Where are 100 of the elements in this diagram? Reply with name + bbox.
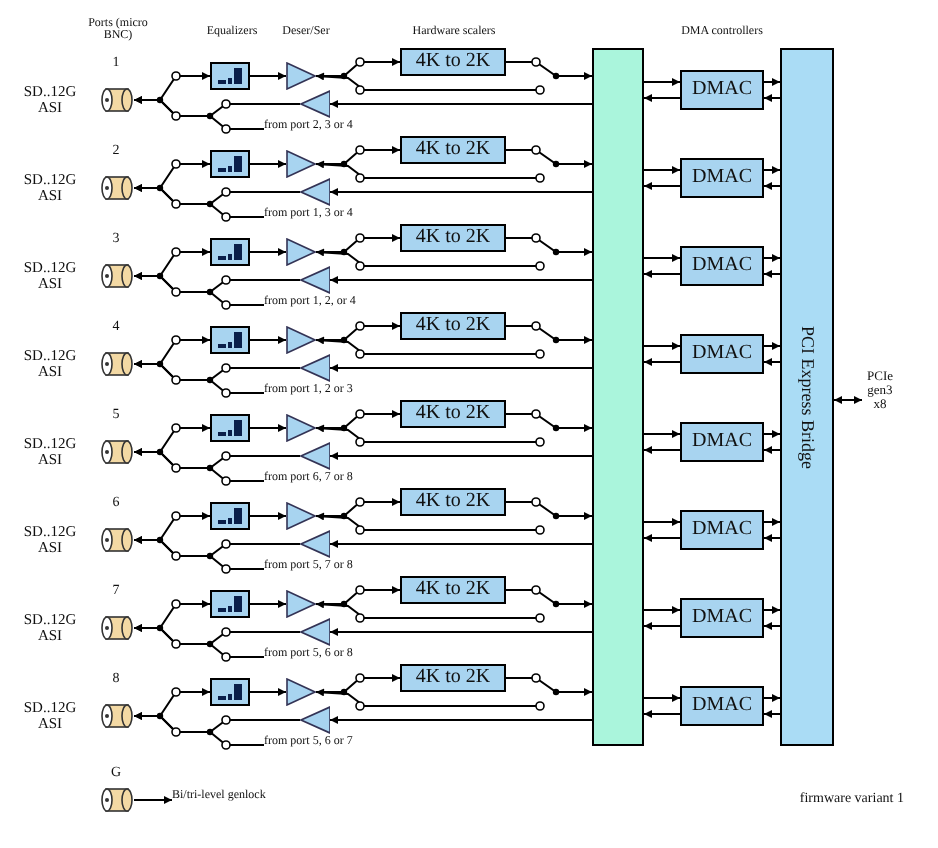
arrow (763, 430, 781, 438)
arrow (329, 628, 593, 636)
bridge-block: PCI Express Bridge (780, 48, 834, 746)
arrow (133, 448, 265, 482)
equalizer-box (210, 150, 250, 178)
arrow (329, 364, 593, 372)
arrow (505, 237, 593, 256)
amplifier-triangle (286, 414, 316, 442)
arrow (643, 446, 681, 454)
arrow (643, 254, 681, 262)
arrow (249, 600, 287, 608)
arrow (643, 182, 681, 190)
arrow (763, 182, 781, 190)
bnc-connector-icon (100, 528, 134, 552)
arrow (763, 94, 781, 102)
process-box: DMAC (680, 686, 764, 726)
equalizer-box (210, 502, 250, 530)
amplifier-triangle (286, 502, 316, 530)
arrow (329, 100, 593, 108)
arrow (315, 160, 541, 179)
arrow (643, 342, 681, 350)
arrow (833, 396, 863, 404)
amplifier-triangle (300, 178, 330, 206)
arrow (763, 710, 781, 718)
amplifier-triangle (286, 238, 316, 266)
arrow (505, 413, 593, 432)
arrow (763, 78, 781, 86)
arrow (505, 677, 593, 696)
arrow (505, 325, 593, 344)
arrow (505, 149, 593, 168)
arrow (315, 336, 541, 355)
arrow (643, 430, 681, 438)
arrow (249, 512, 287, 520)
arrow (249, 72, 287, 80)
amplifier-triangle (286, 62, 316, 90)
arrow (643, 606, 681, 614)
arrow (133, 272, 265, 306)
process-box: 4K to 2K (400, 312, 506, 340)
arrow (763, 166, 781, 174)
arrow (133, 712, 265, 746)
arrow (643, 534, 681, 542)
arrow (249, 688, 287, 696)
arrow (329, 716, 593, 724)
bnc-connector-icon (100, 352, 134, 376)
equalizer-box (210, 238, 250, 266)
process-box: DMAC (680, 422, 764, 462)
arrow (763, 254, 781, 262)
process-box: DMAC (680, 158, 764, 198)
arrow (329, 540, 593, 548)
bnc-connector-icon (100, 88, 134, 112)
arrow (763, 342, 781, 350)
arrow (763, 534, 781, 542)
arrow (249, 424, 287, 432)
amplifier-triangle (300, 706, 330, 734)
arrow (643, 622, 681, 630)
arrow (315, 72, 541, 91)
bnc-connector-icon (100, 440, 134, 464)
amplifier-triangle (300, 530, 330, 558)
process-box: 4K to 2K (400, 136, 506, 164)
arrow (505, 589, 593, 608)
arrow (315, 512, 541, 531)
matrix-block (592, 48, 644, 746)
arrow (505, 61, 593, 80)
bnc-connector-icon (100, 788, 134, 812)
arrow (315, 424, 541, 443)
arrow (643, 166, 681, 174)
amplifier-triangle (300, 90, 330, 118)
arrow (763, 606, 781, 614)
arrow (643, 518, 681, 526)
amplifier-triangle (286, 150, 316, 178)
process-box: 4K to 2K (400, 664, 506, 692)
arrow (643, 78, 681, 86)
bnc-connector-icon (100, 704, 134, 728)
arrow (763, 270, 781, 278)
arrow (133, 536, 265, 570)
process-box: 4K to 2K (400, 400, 506, 428)
process-box: DMAC (680, 70, 764, 110)
arrow (643, 710, 681, 718)
amplifier-triangle (300, 618, 330, 646)
arrow (315, 688, 541, 707)
equalizer-box (210, 414, 250, 442)
equalizer-box (210, 678, 250, 706)
amplifier-triangle (286, 678, 316, 706)
arrow (643, 94, 681, 102)
process-box: 4K to 2K (400, 48, 506, 76)
amplifier-triangle (300, 354, 330, 382)
process-box: DMAC (680, 510, 764, 550)
arrow (133, 624, 265, 658)
arrow (763, 694, 781, 702)
process-box: 4K to 2K (400, 576, 506, 604)
arrow (329, 276, 593, 284)
arrow (763, 622, 781, 630)
process-box: 4K to 2K (400, 488, 506, 516)
amplifier-triangle (286, 590, 316, 618)
arrow (329, 452, 593, 460)
equalizer-box (210, 326, 250, 354)
equalizer-box (210, 62, 250, 90)
arrow (249, 160, 287, 168)
amplifier-triangle (300, 442, 330, 470)
arrow (133, 184, 265, 218)
